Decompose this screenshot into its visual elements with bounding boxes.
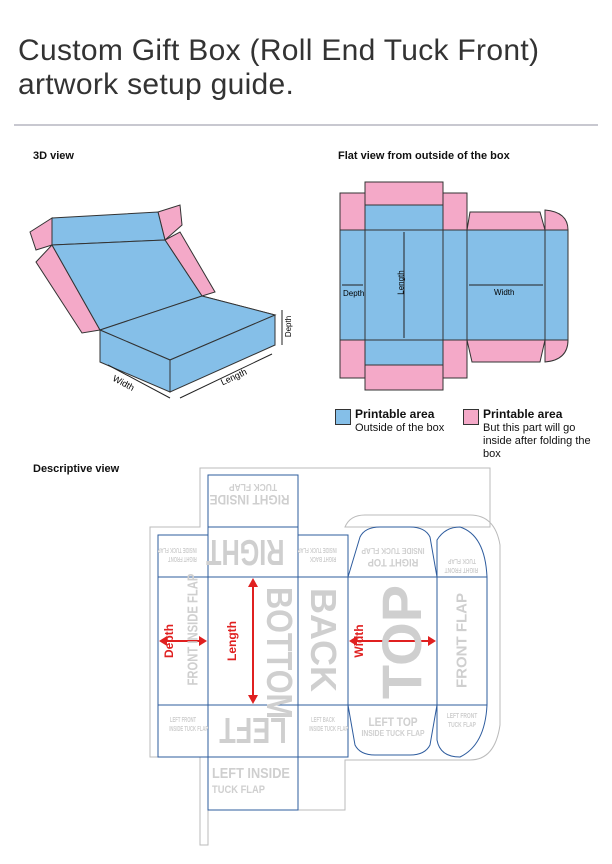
dim-width-flat: Width [494,288,515,297]
divider [14,124,598,126]
box-3d-illustration [29,204,283,399]
title-line-1: Custom Gift Box (Roll End Tuck Front) [18,34,540,67]
panel-front-inside-flap: FRONT INSIDE FLAP [184,573,202,686]
panel-top: TOP [370,584,433,700]
dim-depth-desc: Depth [162,624,176,658]
dim-depth-3d: Depth [284,315,294,338]
dim-width-desc: Width [352,624,366,658]
legend-swatch-blue [335,409,351,425]
dim-depth-flat: Depth [343,289,365,298]
heading-descriptive-view: Descriptive view [33,463,120,475]
panel-back: BACK [303,588,344,692]
dim-length-flat: Length [396,270,406,295]
descriptive-view-diagram [149,467,501,846]
heading-3d-view: 3D view [33,150,74,162]
panel-front-flap: FRONT FLAP [453,593,471,688]
title-line-2: artwork setup guide. [18,68,295,101]
page-title: Custom Gift Box (Roll End Tuck Front) ar… [18,34,539,102]
dim-length-desc: Length [225,621,239,661]
panel-bottom: BOTTOM [259,587,300,720]
legend-swatch-pink [463,409,479,425]
flat-view-diagram [339,181,569,391]
dimension-arrows [159,578,436,704]
heading-flat-view: Flat view from outside of the box [338,150,510,162]
panel-right: RIGHT [206,532,285,573]
panel-left: LEFT [219,710,287,751]
